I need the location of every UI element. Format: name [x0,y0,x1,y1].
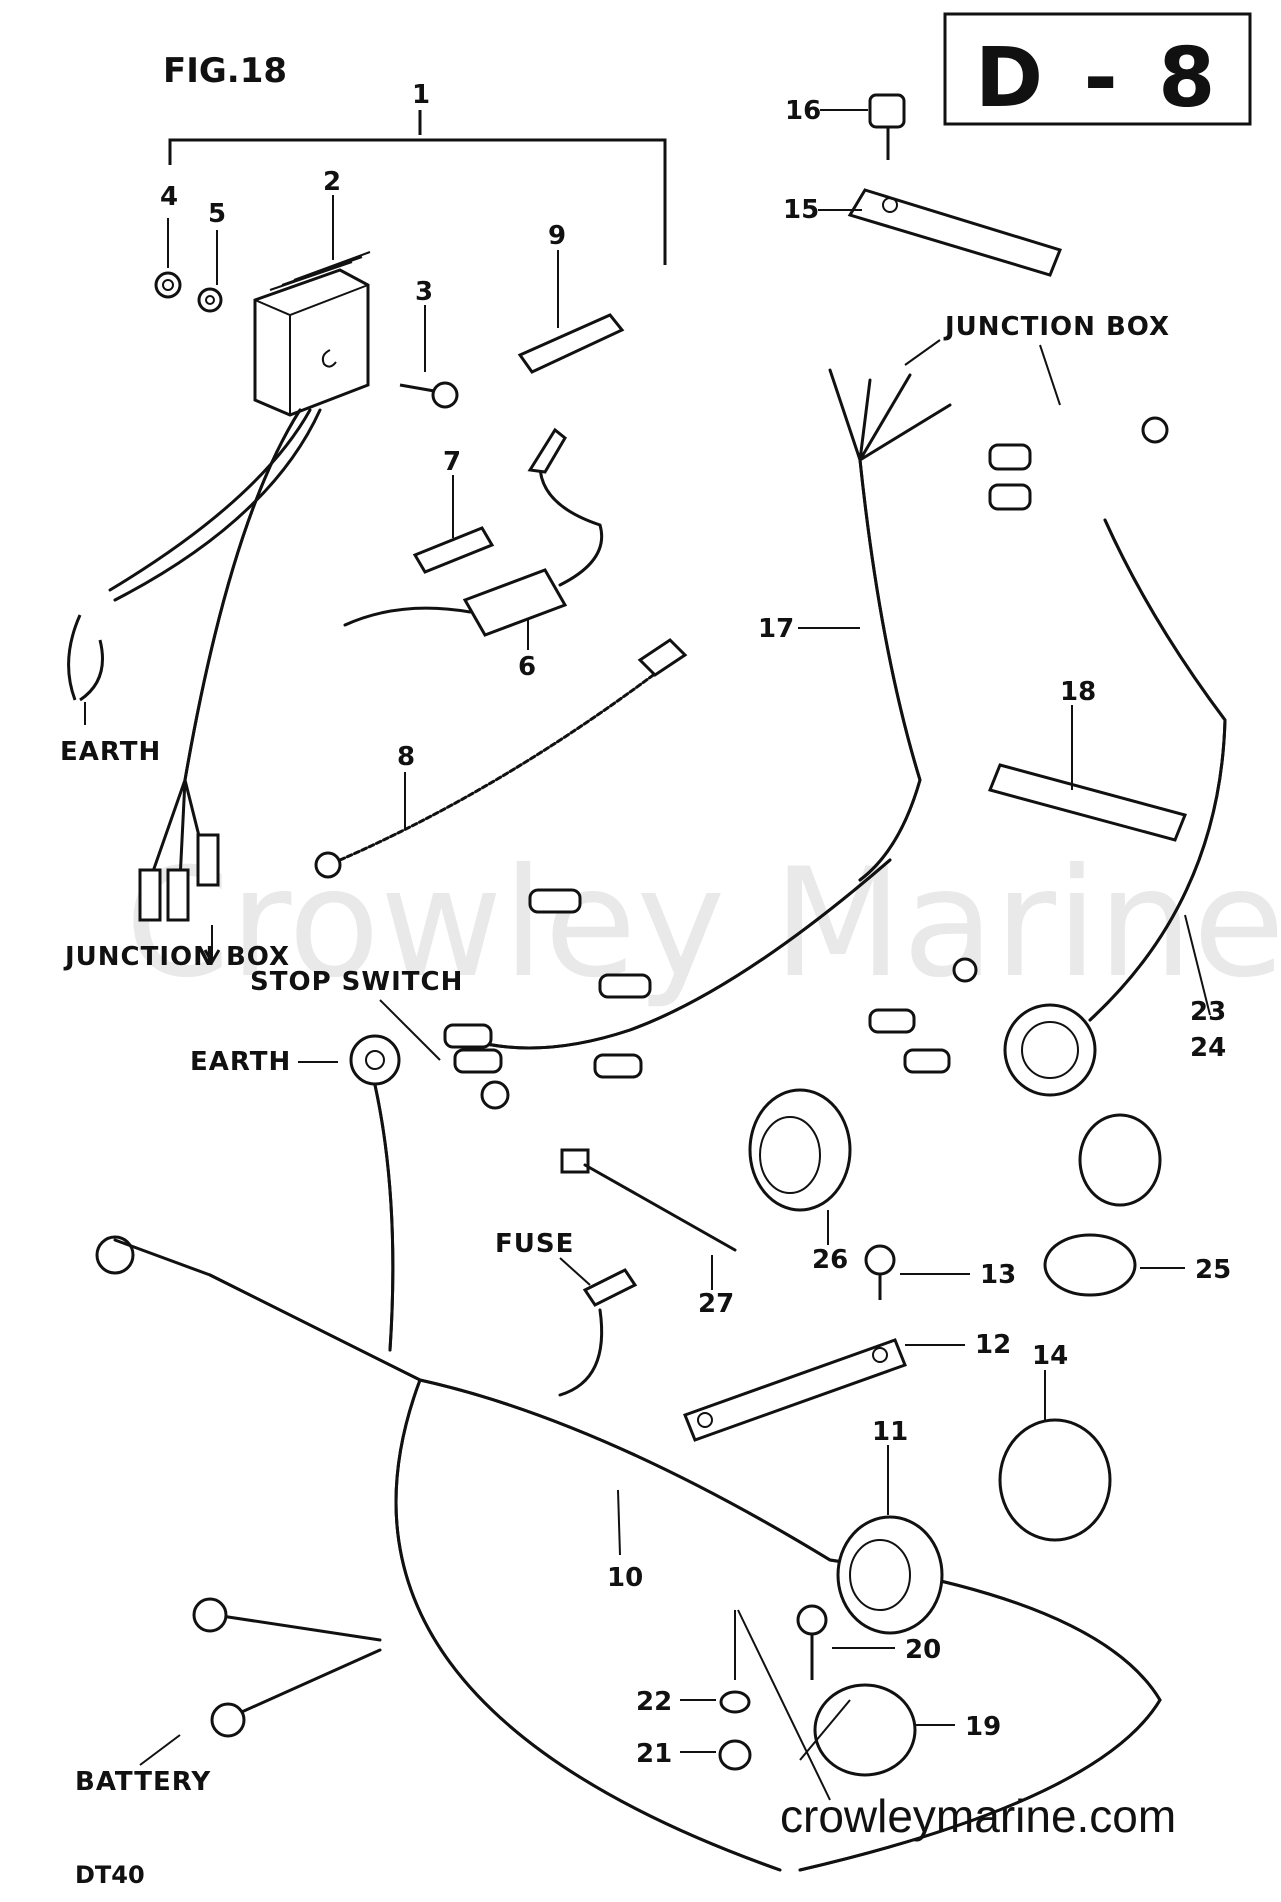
label-battery: BATTERY [75,1767,211,1797]
callout-18: 18 [1060,677,1096,707]
label-fuse: FUSE [495,1229,574,1259]
part-harness-23: 23 24 [868,416,1227,1097]
part-clamp-19: 19 [799,1683,1001,1777]
callout-13: 13 [980,1260,1016,1290]
callout-22: 22 [636,1687,672,1717]
callout-3: 3 [415,277,433,307]
callout-2: 2 [323,167,341,197]
part-clamp-18: 18 [987,677,1188,842]
callout-11: 11 [872,1417,908,1447]
part-plug-14: 14 [998,1341,1112,1542]
callout-15: 15 [783,195,819,225]
bracket-item-1: 1 [168,80,667,265]
junction-box-top: JUNCTION BOX [904,312,1170,406]
part-clamp-15: 15 [783,188,1062,277]
website-text: crowleymarine.com [780,1790,1176,1842]
part-fuse-9: 9 [517,221,625,374]
part-grommet-11: 11 [836,1417,944,1635]
callout-4: 4 [160,182,178,212]
label-stop-switch: STOP SWITCH [250,967,463,997]
callout-9: 9 [548,221,566,251]
callout-12: 12 [975,1330,1011,1360]
model-code: DT40 [75,1861,145,1889]
callout-20: 20 [905,1635,941,1665]
label-junction-box-left: JUNCTION BOX [63,942,290,972]
part-cap-25: 25 [1043,1113,1231,1297]
callout-10: 10 [607,1563,643,1593]
part-screw-3: 3 [399,277,459,409]
plate-code-box: D - 8 [943,12,1252,126]
callout-7: 7 [443,447,461,477]
part-regulator: 2 [253,167,371,417]
part-grommet-26: 26 [748,1088,852,1275]
callout-14: 14 [1032,1341,1068,1371]
label-earth-left: EARTH [60,737,161,767]
part-screw-20: 20 [796,1604,941,1680]
part-battery-harness-10: 10 BATTERY [75,1083,1162,1872]
callout-19: 19 [965,1712,1001,1742]
callout-23: 23 [1190,997,1226,1027]
callout-1: 1 [412,80,430,110]
part-harness-17: 17 [443,368,952,1110]
part-screw-13: 13 [864,1244,1016,1300]
callout-27: 27 [698,1289,734,1319]
part-fuse-7: 7 [412,447,495,574]
part-cable-tie-27: 27 [560,1148,737,1319]
callout-16: 16 [785,96,821,126]
part-nut-22: 22 [636,1687,751,1717]
callout-6: 6 [518,652,536,682]
callout-24: 24 [1190,1033,1226,1063]
part-earth-lead-8: 8 [314,638,688,879]
stop-switch-and-earth: STOP SWITCH EARTH [190,967,463,1086]
part-fuse-holder-6: 6 [343,427,604,682]
part-nut-21: 21 [636,1609,831,1801]
plate-code: D - 8 [975,31,1221,126]
part-regulator-harness: EARTH JUNCTION BOX [60,408,322,972]
figure-label: FIG.18 [163,51,287,91]
callout-26: 26 [812,1245,848,1275]
part-plate-12: 12 [683,1330,1011,1442]
part-bolt-16: 16 [785,93,906,160]
part-nut-4: 4 [154,182,182,299]
callout-21: 21 [636,1739,672,1769]
callout-25: 25 [1195,1255,1231,1285]
callout-17: 17 [758,614,794,644]
part-washer-5: 5 [197,199,226,313]
fuse-label: FUSE [495,1229,638,1307]
callout-5: 5 [208,199,226,229]
label-junction-box-top: JUNCTION BOX [943,312,1170,342]
callout-8: 8 [397,742,415,772]
label-earth-mid: EARTH [190,1047,291,1077]
